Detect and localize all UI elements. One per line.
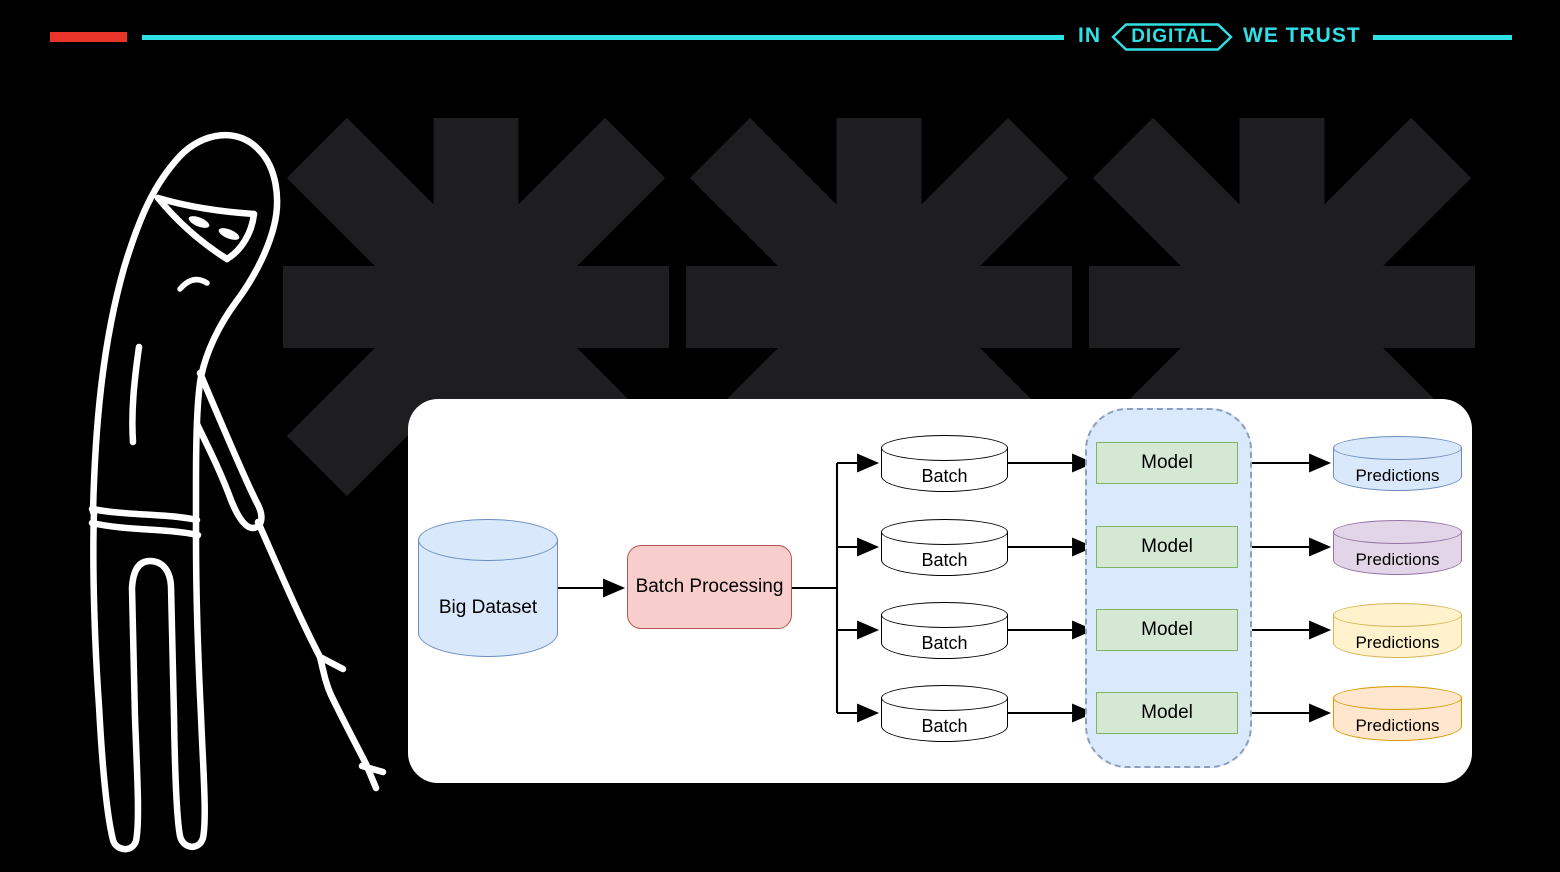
brand-name: DIGITAL (1131, 26, 1213, 47)
right-eye-icon (218, 228, 240, 240)
cyan-divider-left (142, 35, 1064, 40)
node-label: Batch (921, 716, 968, 736)
node-label: Batch (921, 633, 968, 653)
predictions-node-4: Predictions (1333, 686, 1462, 741)
node-label: Batch Processing (635, 576, 784, 597)
node-label: Model (1141, 702, 1193, 723)
batch-processing-node: Batch Processing (627, 545, 792, 629)
node-label: Predictions (1355, 466, 1440, 485)
forearm (254, 518, 324, 661)
hand-upper-prong (316, 653, 347, 673)
torso-crease (129, 343, 143, 446)
character-body-outline (89, 132, 281, 542)
node-label: Model (1141, 619, 1193, 640)
model-node-2: Model (1096, 526, 1238, 568)
tagline-suffix: WE TRUST (1243, 24, 1361, 47)
header-strip: IN DIGITAL WE TRUST (0, 0, 1560, 70)
node-label: Big Dataset (438, 597, 538, 618)
red-accent-bar (50, 32, 127, 42)
cylinder-top (1333, 603, 1462, 627)
predictions-node-3: Predictions (1333, 603, 1462, 658)
hexagon-outline-icon (1111, 23, 1233, 51)
batch-node-1: Batch (881, 435, 1008, 492)
node-label: Model (1141, 452, 1193, 473)
predictions-node-2: Predictions (1333, 520, 1462, 575)
diagram-panel: Big Dataset Batch Processing Batch Batch… (408, 399, 1472, 783)
sleeve (193, 369, 265, 532)
node-label: Batch (921, 550, 968, 570)
node-label: Predictions (1355, 716, 1440, 735)
cylinder-top (881, 435, 1008, 461)
cyan-divider-right (1373, 35, 1512, 40)
model-node-4: Model (1096, 692, 1238, 734)
cylinder-top (1333, 686, 1462, 710)
sad-mouth (177, 276, 210, 292)
model-node-1: Model (1096, 442, 1238, 484)
hand-fork-tip2 (358, 762, 387, 776)
tagline-prefix: IN (1078, 24, 1101, 47)
legs-outline (90, 508, 208, 853)
waistband-bottom (88, 519, 202, 539)
node-label: Predictions (1355, 550, 1440, 569)
batch-node-2: Batch (881, 519, 1008, 576)
model-node-3: Model (1096, 609, 1238, 651)
face-right-edge (223, 210, 258, 263)
hand-lower (316, 653, 370, 768)
cylinder-top (1333, 520, 1462, 544)
sad-character-illustration (88, 132, 387, 853)
cylinder-top (881, 519, 1008, 545)
batch-node-3: Batch (881, 602, 1008, 659)
hood-band (154, 194, 258, 218)
left-eye-icon (188, 216, 210, 228)
cylinder-top (881, 602, 1008, 628)
face-features (177, 216, 240, 292)
node-label: Predictions (1355, 633, 1440, 652)
brand-hexagon: DIGITAL (1111, 23, 1233, 51)
cylinder-top (881, 685, 1008, 711)
predictions-node-1: Predictions (1333, 436, 1462, 491)
cylinder-top (1333, 436, 1462, 460)
node-label: Batch (921, 466, 968, 486)
face-left-edge (154, 194, 231, 263)
cylinder-top (418, 519, 558, 561)
waistband-top (88, 505, 201, 524)
big-dataset-node: Big Dataset (418, 519, 558, 657)
connector-arrows (558, 453, 1332, 723)
batch-node-4: Batch (881, 685, 1008, 742)
node-label: Model (1141, 536, 1193, 557)
